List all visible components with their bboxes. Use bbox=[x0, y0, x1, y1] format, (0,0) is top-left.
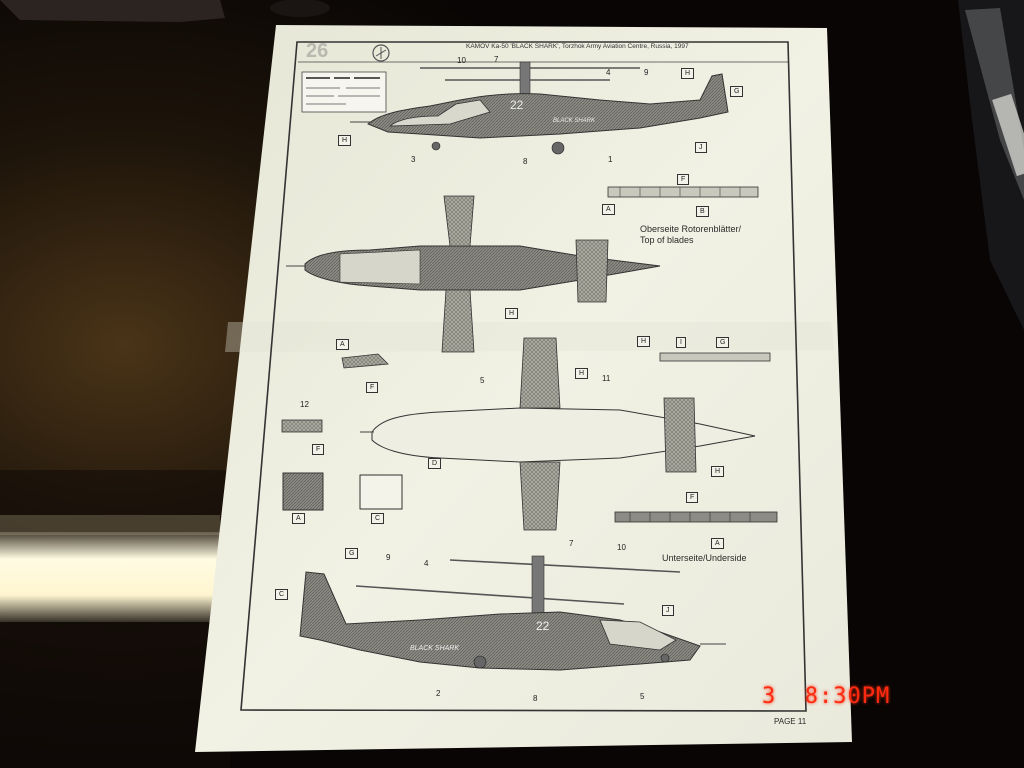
color-callout: C bbox=[371, 513, 385, 524]
part-number: 11 bbox=[602, 374, 611, 383]
color-callout: B bbox=[696, 206, 709, 217]
step-number: 26 bbox=[306, 40, 329, 62]
side-view-top: 22 bbox=[350, 61, 729, 155]
part-number: 7 bbox=[569, 539, 574, 548]
camera-timestamp: 3 8:30PM bbox=[762, 684, 890, 709]
color-swatch-c bbox=[359, 474, 403, 510]
part-number: 8 bbox=[533, 694, 538, 703]
page-label: PAGE 11 bbox=[774, 717, 807, 726]
upper-blade-label-de: Oberseite Rotorenblätter/ bbox=[640, 224, 742, 234]
part-number: 3 bbox=[411, 155, 416, 164]
color-callout: F bbox=[677, 174, 690, 185]
part-number: 5 bbox=[480, 376, 485, 385]
part-number: 8 bbox=[523, 157, 528, 166]
part-number: 7 bbox=[494, 55, 499, 64]
color-swatch-a bbox=[282, 472, 324, 511]
detail-part bbox=[341, 353, 389, 369]
part-number: 2 bbox=[436, 689, 441, 698]
color-callout: F bbox=[686, 492, 699, 503]
color-callout: J bbox=[695, 142, 707, 153]
top-view bbox=[286, 195, 661, 353]
tail-number-bottom: 22 bbox=[536, 619, 550, 633]
color-callout: H bbox=[505, 308, 519, 319]
fuselage-text-bottom: BLACK SHARK bbox=[410, 645, 460, 652]
color-callout: G bbox=[716, 337, 730, 348]
color-callout: F bbox=[312, 444, 325, 455]
color-callout: A bbox=[336, 339, 349, 350]
sheet-header: KAMOV Ka-50 'BLACK SHARK', Torzhok Army … bbox=[466, 43, 689, 50]
part-number: 12 bbox=[300, 400, 309, 409]
color-callout: H bbox=[681, 68, 695, 79]
color-callout: C bbox=[275, 589, 289, 600]
part-number: 10 bbox=[457, 56, 466, 65]
part-number: 9 bbox=[644, 68, 649, 77]
part-number: 10 bbox=[617, 543, 626, 552]
blade-top-strip bbox=[607, 186, 759, 198]
part-number: 9 bbox=[386, 553, 391, 562]
tail-number-top: 22 bbox=[510, 98, 524, 112]
color-callout: A bbox=[711, 538, 724, 549]
color-callout: F bbox=[366, 382, 379, 393]
part-number: 1 bbox=[608, 155, 613, 164]
color-callout: A bbox=[602, 204, 615, 215]
blade-bottom-strip bbox=[614, 511, 778, 523]
lamp-reflection bbox=[0, 532, 220, 622]
part-number: 4 bbox=[606, 68, 611, 77]
timestamp-time: 8:30PM bbox=[804, 684, 891, 709]
underside-view bbox=[360, 337, 756, 531]
part-number: 5 bbox=[640, 692, 645, 701]
detail-part-12 bbox=[281, 419, 323, 433]
underside-label: Unterseite/Underside bbox=[662, 553, 747, 563]
color-callout: H bbox=[637, 336, 651, 347]
sheet-frame bbox=[240, 41, 807, 712]
color-callout: G bbox=[345, 548, 359, 559]
color-callout: A bbox=[292, 513, 305, 524]
color-callout: H bbox=[338, 135, 352, 146]
part-number: 4 bbox=[424, 559, 429, 568]
side-view-bottom: 22 bbox=[299, 555, 726, 671]
timestamp-date: 3 bbox=[762, 684, 777, 709]
color-callout: G bbox=[730, 86, 744, 97]
fuselage-text-top: BLACK SHARK bbox=[553, 118, 596, 124]
revell-logo-icon bbox=[372, 44, 390, 62]
color-callout: D bbox=[428, 458, 442, 469]
blade-middle-strip bbox=[659, 352, 771, 362]
color-callout: I bbox=[676, 337, 686, 348]
upper-blade-label-en: Top of blades bbox=[640, 235, 694, 245]
color-callout: H bbox=[711, 466, 725, 477]
color-callout: H bbox=[575, 368, 589, 379]
color-callout: J bbox=[662, 605, 674, 616]
